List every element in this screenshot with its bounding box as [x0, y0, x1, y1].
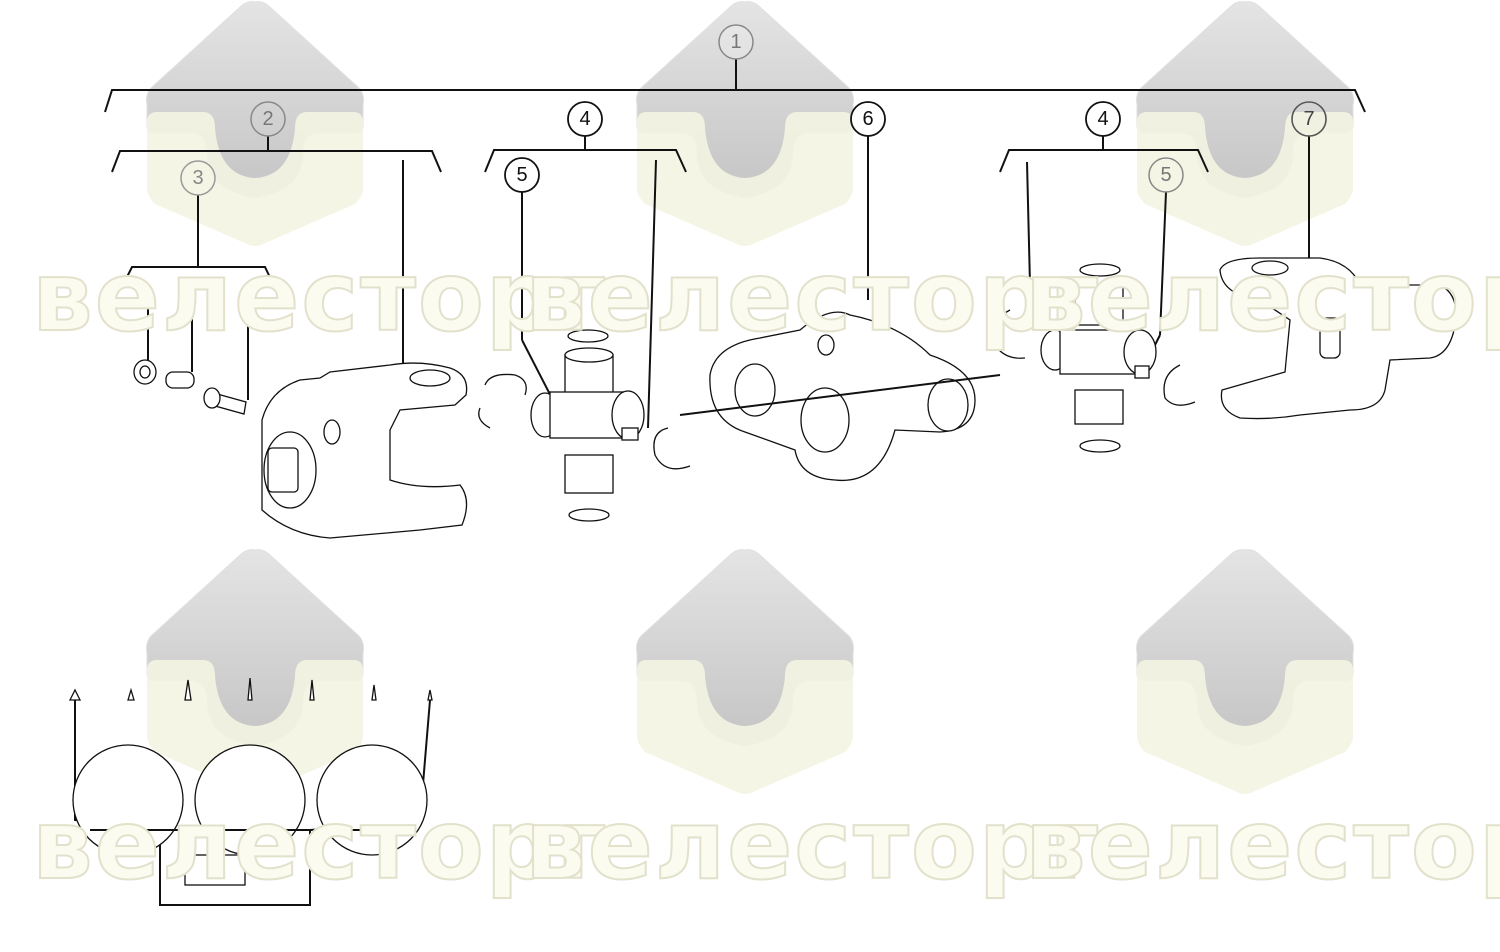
- watermark-logo: [1136, 1, 1354, 247]
- callout-label: 5: [516, 164, 527, 186]
- callouts: 1 2 3 4 5 6 4 5 7: [180, 24, 1327, 196]
- callout-label: 4: [579, 108, 590, 130]
- callout-5a: 5: [504, 157, 540, 193]
- part-yoke-left: [261, 362, 468, 539]
- part-center-housing: [679, 311, 1001, 482]
- watermark-text: велесторг: [32, 241, 609, 353]
- callout-1: 1: [718, 24, 754, 60]
- part-machine-overview: [68, 677, 433, 906]
- callout-label: 5: [1160, 164, 1171, 186]
- watermark-logo: [146, 1, 364, 247]
- watermark-text: велесторг: [1025, 789, 1500, 901]
- watermark-logo: [636, 549, 854, 795]
- callout-label: 2: [262, 108, 273, 130]
- callout-5b: 5: [1148, 157, 1184, 193]
- watermark-text: велесторг: [525, 241, 1102, 353]
- watermark-logo: [1136, 549, 1354, 795]
- callout-6: 6: [850, 101, 886, 137]
- callout-label: 1: [730, 31, 741, 53]
- callout-label: 3: [192, 167, 203, 189]
- callout-label: 4: [1097, 108, 1108, 130]
- callout-4a: 4: [567, 101, 603, 137]
- callout-label: 7: [1303, 108, 1314, 130]
- brackets: [104, 59, 1366, 429]
- part-universal-joint-left: [478, 329, 691, 522]
- callout-4b: 4: [1085, 101, 1121, 137]
- callout-2: 2: [250, 101, 286, 137]
- callout-3: 3: [180, 160, 216, 196]
- watermark-text: велесторг: [525, 789, 1102, 901]
- part-yoke-right: [1219, 257, 1457, 420]
- part-small-hardware: [133, 359, 247, 415]
- callout-label: 6: [862, 108, 873, 130]
- watermark-text: велесторг: [1025, 241, 1500, 353]
- watermark-text: велесторг: [32, 789, 609, 901]
- part-universal-joint-right: [993, 263, 1196, 453]
- callout-7: 7: [1291, 101, 1327, 137]
- watermark-texts: велесторг велесторг велесторг велесторг …: [31, 240, 1500, 902]
